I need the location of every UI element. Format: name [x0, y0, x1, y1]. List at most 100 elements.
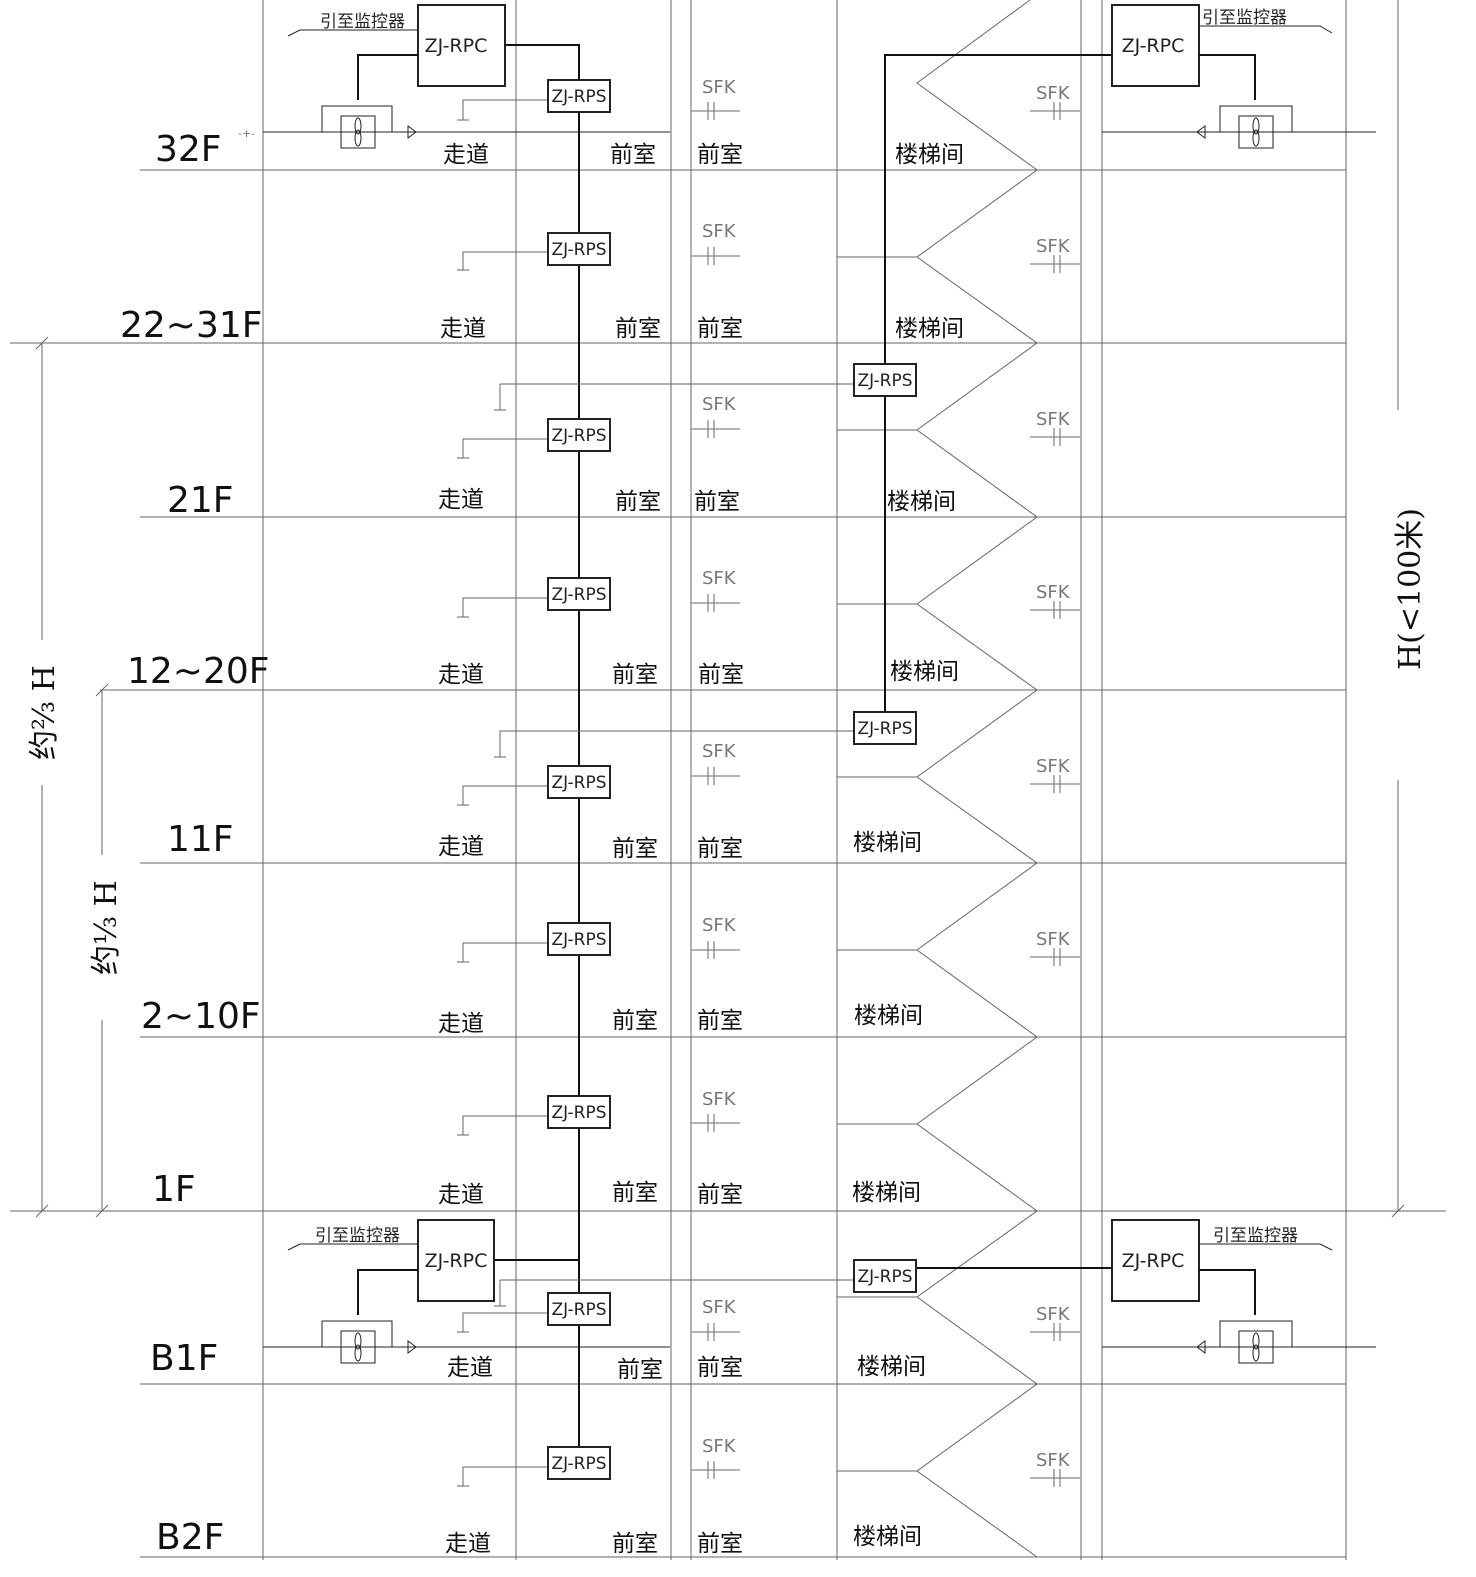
sfk-stair-11f: SFK [1030, 756, 1080, 793]
sfk-stair-2-10f: SFK [1030, 929, 1080, 966]
svg-text:SFK: SFK [1036, 83, 1071, 104]
svg-text:ZJ-RPC: ZJ-RPC [425, 35, 488, 57]
rpc-box-top-right: ZJ-RPC [1111, 4, 1200, 87]
rps-box-1f: ZJ-RPS [547, 1095, 611, 1129]
sfk-front-22-31f: SFK [691, 221, 740, 265]
corridor-label: 走道 [443, 142, 489, 168]
stairwell-label: 楼梯间 [852, 1180, 921, 1206]
corridor-label: 走道 [438, 662, 484, 688]
rpc-box-bottom-left: ZJ-RPC [417, 1219, 495, 1302]
sfk-stair-32f: SFK [1030, 83, 1080, 120]
dimension-one-third-h: 约⅓ H [89, 880, 124, 975]
svg-text:SFK: SFK [702, 77, 737, 98]
floor-label-2-10f: 2~10F [141, 996, 261, 1037]
svg-text:ZJ-RPC: ZJ-RPC [1122, 35, 1185, 57]
svg-text:SFK: SFK [702, 1297, 737, 1318]
dimension-total-height: H(<100米) [1393, 508, 1428, 670]
stair-rps-box-b1f: ZJ-RPS [853, 1259, 917, 1293]
svg-text:SFK: SFK [702, 915, 737, 936]
svg-text:SFK: SFK [1036, 1450, 1071, 1471]
front-room-label: 前室 [694, 489, 740, 515]
stair-rps-lead-11f [499, 730, 854, 757]
floor-label-21f: 21F [167, 480, 234, 521]
sfk-front-32f: SFK [691, 77, 740, 120]
monitor-note-top-left: 引至监控器 [287, 12, 417, 37]
svg-text:SFK: SFK [1036, 409, 1071, 430]
svg-text:ZJ-RPS: ZJ-RPS [857, 371, 912, 391]
monitor-notes: 引至监控器 引至监控器 引至监控器 引至监控器 [287, 8, 1333, 1251]
sfk-stair-21f: SFK [1030, 409, 1080, 446]
svg-text:引至监控器: 引至监控器 [315, 1226, 400, 1246]
fan-icon-bottom-right [1102, 1269, 1376, 1364]
svg-text:SFK: SFK [702, 741, 737, 762]
front-room-label: 前室 [612, 1180, 658, 1206]
svg-text:ZJ-RPS: ZJ-RPS [551, 930, 606, 950]
svg-text:SFK: SFK [702, 394, 737, 415]
rpc-box-bottom-right: ZJ-RPC [1111, 1219, 1200, 1302]
front-room-label: 前室 [697, 1531, 743, 1557]
floor-label-12-20f: 12~20F [127, 651, 270, 692]
svg-text:SFK: SFK [1036, 582, 1071, 603]
front-room-label: 前室 [615, 489, 661, 515]
fan-icon-bottom-left [263, 1269, 670, 1364]
svg-text:SFK: SFK [702, 1089, 737, 1110]
front-room-label: 前室 [612, 1531, 658, 1557]
svg-text:SFK: SFK [702, 568, 737, 589]
front-room-label: 前室 [612, 836, 658, 862]
rps-box-21f: ZJ-RPS [547, 418, 611, 452]
svg-text:SFK: SFK [1036, 929, 1071, 950]
svg-text:-+-: -+- [238, 127, 255, 140]
svg-text:引至监控器: 引至监控器 [320, 12, 405, 32]
front-room-label: 前室 [697, 1355, 743, 1381]
svg-text:ZJ-RPS: ZJ-RPS [551, 1103, 606, 1123]
rpc-controllers: ZJ-RPC ZJ-RPC ZJ-RPC ZJ-RPC [417, 4, 1200, 1302]
corridor-label: 走道 [438, 1182, 484, 1208]
svg-text:ZJ-RPS: ZJ-RPS [551, 87, 606, 107]
stairwell-label: 楼梯间 [887, 489, 956, 515]
svg-text:ZJ-RPS: ZJ-RPS [551, 1454, 606, 1474]
fan-icon-top-right [1102, 54, 1376, 149]
stair-rps-box-21f: ZJ-RPS [853, 363, 917, 397]
front-room-label: 前室 [612, 1008, 658, 1034]
sfk-front-2-10f: SFK [691, 915, 740, 959]
front-room-label: 前室 [697, 316, 743, 342]
floor-label-32f: 32F [155, 129, 222, 170]
rps-box-b1f: ZJ-RPS [547, 1292, 611, 1326]
monitor-note-bottom-right: 引至监控器 [1199, 1226, 1333, 1251]
sfk-valves-stairwell: SFK SFK SFK SFK SFK SFK SFK SFK [1030, 83, 1080, 1487]
svg-text:引至监控器: 引至监控器 [1202, 8, 1287, 28]
stair-rps-lead-b1f [499, 1279, 854, 1306]
svg-text:ZJ-RPS: ZJ-RPS [857, 719, 912, 739]
sfk-front-b1f: SFK [691, 1297, 740, 1341]
stairwell-label: 楼梯间 [890, 659, 959, 685]
fan-units: -+- [238, 54, 1376, 1364]
front-room-rpc-link-bottom [494, 1259, 580, 1295]
monitor-note-top-right: 引至监控器 [1199, 8, 1333, 34]
corridor-label: 走道 [440, 316, 486, 342]
front-room-label: 前室 [697, 1008, 743, 1034]
front-room-label: 前室 [697, 836, 743, 862]
rps-box-2-10f: ZJ-RPS [547, 922, 611, 956]
stairwell-label: 楼梯间 [895, 316, 964, 342]
stairwell-label: 楼梯间 [854, 1003, 923, 1029]
svg-text:SFK: SFK [1036, 236, 1071, 257]
svg-text:ZJ-RPS: ZJ-RPS [551, 773, 606, 793]
svg-text:引至监控器: 引至监控器 [1213, 1226, 1298, 1246]
front-room-label: 前室 [697, 1182, 743, 1208]
corridor-label: 走道 [438, 834, 484, 860]
fan-icon-top-left: -+- [238, 54, 670, 149]
floor-label-11f: 11F [167, 819, 234, 860]
svg-text:ZJ-RPS: ZJ-RPS [551, 240, 606, 260]
sfk-stair-b1f: SFK [1030, 1304, 1080, 1341]
floor-lines [10, 169, 1446, 1558]
sfk-stair-22-31f: SFK [1030, 236, 1080, 273]
front-room-label: 前室 [612, 662, 658, 688]
floor-labels: 32F 22~31F 21F 12~20F 11F 2~10F 1F B1F B… [120, 129, 270, 1558]
front-room-rps-boxes: ZJ-RPS ZJ-RPS ZJ-RPS ZJ-RPS ZJ-RPS ZJ-RP… [547, 79, 611, 1480]
rpc-box-top-left: ZJ-RPC [417, 4, 506, 87]
stair-sensor-ticks [837, 256, 917, 1472]
floor-label-1f: 1F [152, 1169, 196, 1210]
svg-text:SFK: SFK [1036, 756, 1071, 777]
rps-box-22-31f: ZJ-RPS [547, 232, 611, 266]
